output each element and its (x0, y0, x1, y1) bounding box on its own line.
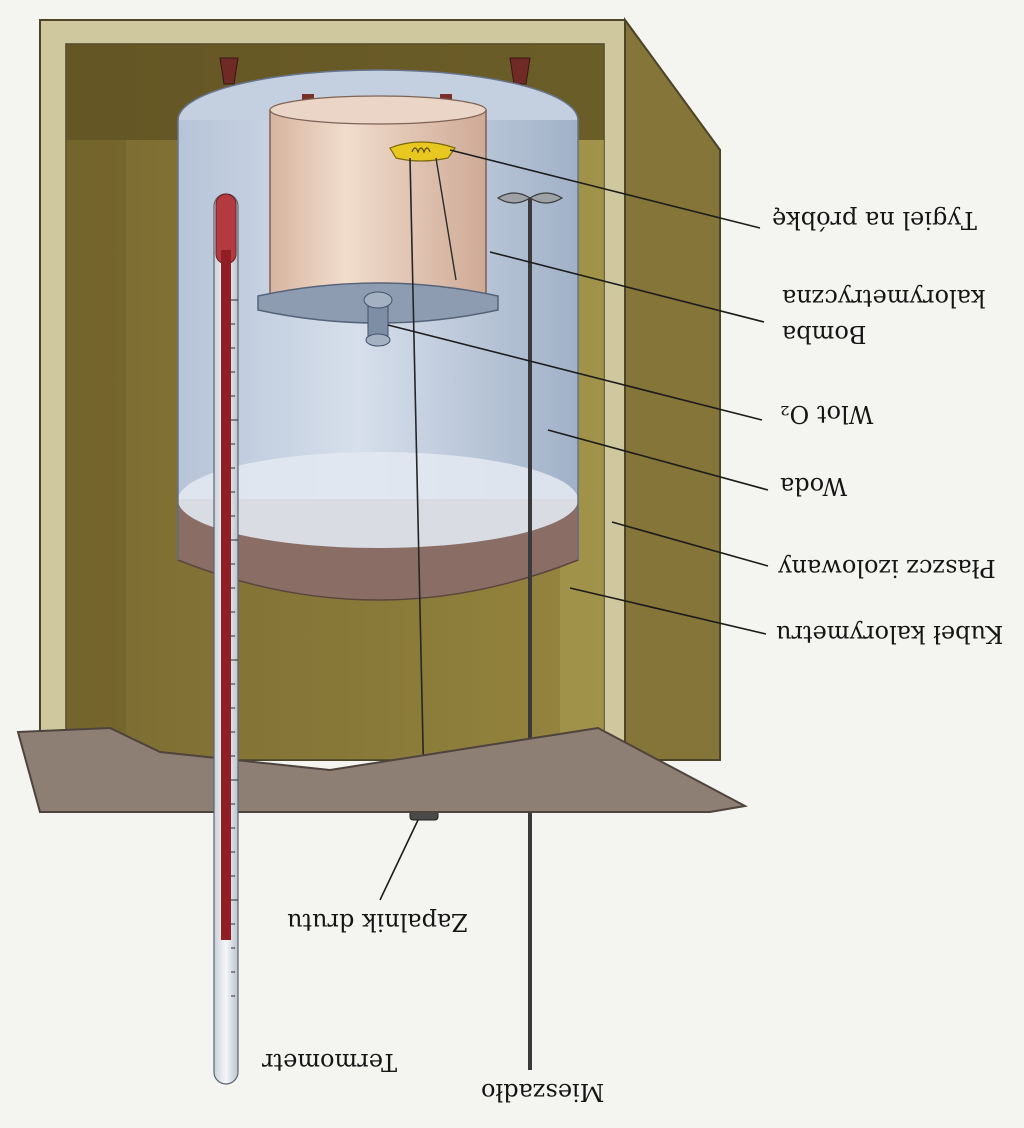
knob-left (219, 57, 239, 85)
leader-lines (379, 149, 769, 901)
calorimetric-bomb (257, 95, 499, 347)
leader-bucket (569, 587, 767, 635)
base-plate (16, 726, 749, 813)
stirrer-propeller (496, 192, 564, 204)
crucible-coil (411, 147, 431, 154)
leader-bomb (489, 251, 765, 323)
electrode-wire-a (435, 157, 457, 281)
oxygen-inlet-valve (363, 291, 393, 347)
label-crucible: Tygiel na próbkę (772, 206, 977, 234)
label-bomb-line1: Bomba (782, 320, 867, 348)
label-thermometer: Termometr (262, 1048, 398, 1076)
knob-right (509, 57, 531, 85)
crucible (389, 141, 456, 162)
water-surface (178, 452, 578, 548)
thermometer (213, 193, 239, 1085)
stirrer (496, 192, 564, 1070)
bomb-top-ellipse (269, 95, 487, 125)
label-ignition-wire: Zapalnik drutu (287, 908, 469, 936)
leader-oxygen (387, 324, 763, 421)
label-bomb-line2: kalorymetryczna (782, 284, 986, 312)
label-water: Woda (780, 472, 848, 500)
leader-jacket (611, 521, 769, 567)
thermometer-scale (231, 299, 238, 997)
box-side-face (624, 16, 721, 761)
label-insulated-jacket: Płaszcz izolowany (778, 554, 996, 582)
label-oxygen-inlet: Wlot O₂ (780, 400, 874, 428)
box-inner-left-wall (66, 140, 126, 760)
bomb-body (269, 109, 487, 303)
leader-ignition (379, 819, 419, 901)
leader-crucible (449, 149, 761, 229)
leader-water (547, 429, 769, 491)
label-calorimeter-bucket: Kubeł kalorymetru (776, 620, 1004, 648)
thermometer-fluid (221, 250, 231, 940)
label-stirrer: Mieszadło (481, 1078, 605, 1106)
